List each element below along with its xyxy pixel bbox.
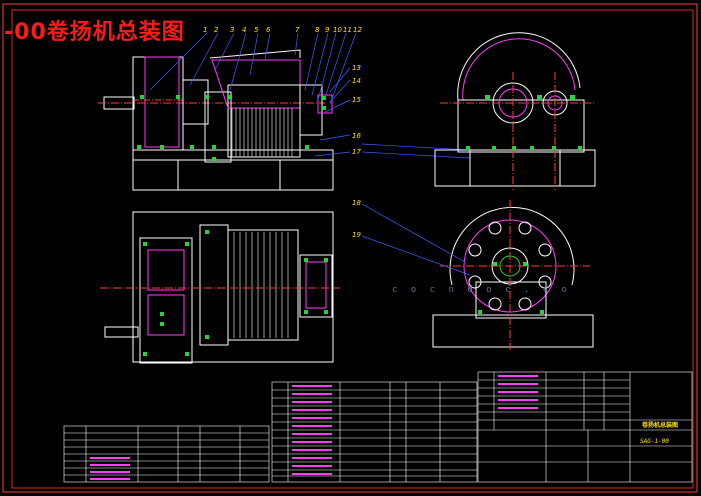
rope-windings [231, 108, 293, 157]
callout-13: 13 [352, 64, 361, 72]
section-support [475, 281, 547, 319]
bolts-side [466, 95, 582, 150]
section-base [432, 314, 594, 348]
housing-arc-inner [462, 38, 576, 101]
housing-arc [457, 32, 581, 101]
callouts-lower: 18 19 [352, 199, 361, 239]
bolts-plan [143, 230, 328, 356]
callout-18: 18 [352, 199, 361, 207]
base-frame [132, 159, 334, 191]
plan-view [100, 211, 340, 364]
plan-coupling [199, 224, 229, 346]
parts-list-left [63, 425, 270, 483]
gearbox-inner [144, 56, 180, 148]
side-base [434, 149, 596, 187]
front-view [98, 49, 334, 191]
section-view [432, 200, 594, 350]
outer-frame [2, 3, 698, 493]
title-block-number: SAG-1-00 [640, 438, 669, 445]
drum-flange [211, 59, 301, 109]
bolts-front [137, 95, 326, 161]
parts-list-middle [271, 381, 478, 483]
section-housing [449, 206, 575, 286]
callout-19: 19 [352, 231, 361, 239]
title-block-name: 卷扬机总装图 [641, 421, 678, 429]
side-view [434, 32, 596, 190]
plan-drum [227, 229, 299, 341]
callout-5: 5 [254, 26, 259, 34]
leader-lines-front [149, 32, 471, 159]
callout-15: 15 [352, 96, 361, 104]
plan-bearing [299, 254, 333, 318]
callout-10: 10 [333, 26, 342, 34]
callout-9: 9 [325, 26, 330, 34]
callout-11: 11 [343, 26, 352, 34]
base-frame-top [132, 149, 334, 161]
plan-gearbox [139, 237, 193, 364]
callout-6: 6 [266, 26, 271, 34]
drawing-title: -00卷扬机总装图 [4, 20, 185, 45]
callout-4: 4 [242, 26, 246, 34]
parts-list-marks [90, 375, 538, 480]
plan-input-shaft [104, 326, 139, 338]
callout-16: 16 [352, 132, 361, 140]
inner-frame [11, 9, 694, 489]
bearing-seat [204, 91, 232, 163]
callout-14: 14 [352, 77, 361, 85]
callout-3: 3 [230, 26, 234, 34]
callout-2: 2 [214, 26, 219, 34]
callout-8: 8 [315, 26, 320, 34]
coupling [182, 79, 209, 125]
callout-7: 7 [295, 26, 300, 34]
callouts-top: 1 2 3 4 5 6 7 8 9 10 11 12 [203, 26, 362, 34]
watermark: c o c n d o c . c o [392, 285, 571, 295]
callout-1: 1 [203, 26, 207, 34]
housing-lower [457, 99, 585, 153]
right-bearing [299, 84, 323, 136]
plan-rope-windings [233, 232, 289, 338]
callout-17: 17 [352, 148, 361, 156]
callouts-right: 13 14 15 16 17 [352, 64, 361, 156]
bolts-section [478, 262, 544, 314]
end-cap [317, 94, 333, 114]
callout-12: 12 [353, 26, 362, 34]
title-block [477, 371, 693, 483]
plan-base [132, 211, 334, 363]
leader-lines-section [361, 203, 471, 276]
